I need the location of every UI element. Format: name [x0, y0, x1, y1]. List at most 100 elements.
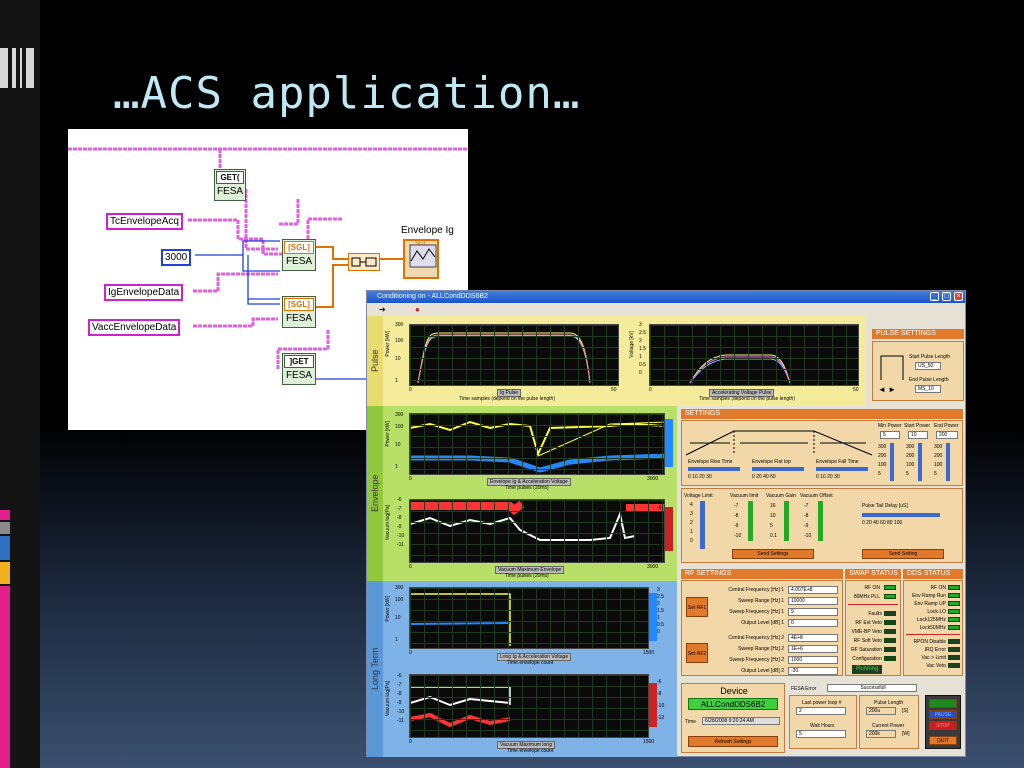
swap-pll-led [884, 594, 896, 599]
last-power-loop-input[interactable]: 2 [796, 707, 846, 715]
fall-time-slider[interactable] [816, 467, 868, 471]
start-power-input[interactable]: 10 [908, 431, 928, 439]
start-power-label: Start Power [904, 423, 931, 429]
rf1-output-label: Output Level [dB] 1 [741, 620, 784, 626]
start-button[interactable]: START [929, 699, 957, 708]
longterm-vacuum-xtick-1: 1500 [643, 739, 655, 745]
tail-delay-label: Pulse Tail Delay [uS] [862, 503, 908, 509]
pulse-power-graph[interactable] [409, 324, 619, 386]
get-fesa-node-bottom[interactable]: ]GET FESA [282, 353, 316, 385]
minimize-icon[interactable]: _ [930, 292, 939, 301]
dds-ramp-run-led [948, 593, 960, 598]
flat-top-ticks: 0 20 40 60 [752, 474, 776, 480]
waveform-graph-icon[interactable]: SGL [403, 239, 439, 279]
swap-saturation-led [884, 647, 896, 652]
control-tc-envelope[interactable]: TcEnvelopeAcq [106, 213, 183, 230]
dds-lock125-led [948, 617, 960, 622]
envelope-power-ylabel: Power [kW] [385, 421, 391, 447]
min-power-input[interactable]: 5 [880, 431, 900, 439]
rf2-sweep-label: Sweep Frequency [Hz] 2 [729, 657, 784, 663]
swap-status-header: SWAP STATUS [845, 569, 901, 579]
rf1-central-input[interactable]: 4.007E+8 [788, 586, 838, 594]
longterm-vacuum-xtick-0: 0 [409, 739, 412, 745]
start-pulse-select[interactable]: US_50 [915, 362, 941, 370]
get-fesa-node-top[interactable]: GET( FESA [214, 169, 246, 201]
fesa-error-label: FESA Error [791, 686, 817, 692]
control-ig-envelope[interactable]: IgEnvelopeData [104, 284, 184, 301]
dds-lock125-label: Lock125MHz [916, 617, 946, 623]
rise-time-slider[interactable] [688, 467, 740, 471]
settings-header: SETTINGS [681, 409, 963, 419]
maximize-icon[interactable]: □ [942, 292, 951, 301]
sgl-fesa-node-2[interactable]: [SGL] FESA [282, 296, 316, 328]
envelope-power-xtick-1: 3000 [647, 476, 659, 482]
end-power-input[interactable]: 200 [936, 431, 958, 439]
wait-hours-input[interactable]: 5 [796, 730, 846, 738]
envelope-vacuum-graph[interactable] [409, 499, 665, 563]
stop-icon[interactable]: ● [415, 305, 420, 314]
pause-button[interactable]: PAUSE [929, 710, 957, 719]
refresh-settings-button[interactable]: Refresh Settings [688, 736, 778, 747]
send-settings-button[interactable]: Send Settings [732, 549, 814, 559]
running-indicator: Running [852, 665, 883, 674]
sgl-fesa-node-1[interactable]: [SGL] FESA [282, 239, 316, 271]
min-power-slider[interactable] [890, 443, 894, 481]
rf2-range-input[interactable]: 1E+6 [788, 645, 838, 653]
envelope-power-graph[interactable] [409, 413, 665, 475]
quit-button[interactable]: QUIT [929, 736, 957, 745]
stop-button[interactable]: STOP [929, 721, 957, 730]
last-power-loop-label: Last power loop # [802, 700, 842, 706]
voltage-limit-slider[interactable] [700, 501, 705, 549]
flat-top-slider[interactable] [752, 467, 804, 471]
rf1-output-input[interactable]: 0 [788, 619, 838, 627]
accent-blue [0, 536, 10, 560]
pulse-voltage-graph[interactable] [649, 324, 859, 386]
run-panel: FESA Error Successfull Last power loop #… [787, 683, 963, 753]
longterm-power-graph[interactable] [409, 587, 649, 649]
device-panel: Device ALLCondDDS6B2 Time 6/28/2008 9:20… [681, 683, 785, 753]
rf2-range-label: Sweep Range [Hz] 2 [738, 646, 784, 652]
longterm-vacuum-graph[interactable] [409, 674, 649, 738]
dds-lock-lo-led [948, 609, 960, 614]
rf1-range-label: Sweep Range [Hz] 1 [738, 598, 784, 604]
vacuum-offset-slider[interactable] [818, 501, 823, 541]
rf2-central-input[interactable]: 4E+8 [788, 634, 838, 642]
pulse-power-ylabel: Power [kW] [385, 331, 391, 357]
vacuum-gain-slider[interactable] [784, 501, 789, 541]
window-title: Conditioning on - ALLCondDDS6B2 [377, 293, 488, 300]
slide-decoration-icon [0, 48, 36, 88]
control-number[interactable]: 3000 [161, 249, 192, 266]
vacuum-limit-slider[interactable] [748, 501, 753, 541]
dds-vac-limit-label: Vac > Limit [921, 655, 947, 661]
swap-vme-veto-led [884, 629, 896, 634]
rf1-sweep-input[interactable]: 9 [788, 608, 838, 616]
send-setting-button[interactable]: Send Setting [862, 549, 944, 559]
dds-ramp-up-led [948, 601, 960, 606]
rf1-range-input[interactable]: 10000 [788, 597, 838, 605]
set-rf1-button[interactable]: Set RF1 [686, 597, 708, 617]
swap-status-panel: RF ON 80MHz PLL Faults RF Ext Veto VME-B… [845, 580, 901, 676]
rf-settings-panel: Set RF1 Set RF2 Central Frequency [Hz] 1… [681, 580, 843, 676]
rf2-output-input[interactable]: -30 [788, 667, 838, 675]
start-power-slider[interactable] [918, 443, 922, 481]
min-power-label: Min Power [878, 423, 902, 429]
longterm-vacuum-yticks: -6-7-8-9-10-11 [397, 673, 405, 724]
rf2-sweep-input[interactable]: 1000 [788, 656, 838, 664]
run-arrow-icon[interactable]: ➔ [379, 305, 386, 314]
tail-delay-slider[interactable] [862, 513, 940, 517]
swap-faults-label: Faults [868, 611, 882, 617]
end-power-slider[interactable] [946, 443, 950, 481]
rf2-output-label: Output Level [dB] 2 [741, 668, 784, 674]
slide-title: …ACS application… [113, 68, 581, 119]
current-power-unit: [W] [902, 731, 910, 737]
control-vacc-envelope[interactable]: VaccEnvelopeData [88, 319, 181, 336]
envelope-vacuum-yticks: -6-7-8-9-10-11 [397, 497, 405, 548]
close-icon[interactable]: × [954, 292, 963, 301]
end-pulse-select[interactable]: MS_10 [915, 385, 941, 393]
dds-rpon-led [948, 639, 960, 644]
time-label: Time [685, 719, 696, 725]
set-rf2-button[interactable]: Set RF2 [686, 643, 708, 663]
section-envelope: Envelope [367, 406, 383, 581]
